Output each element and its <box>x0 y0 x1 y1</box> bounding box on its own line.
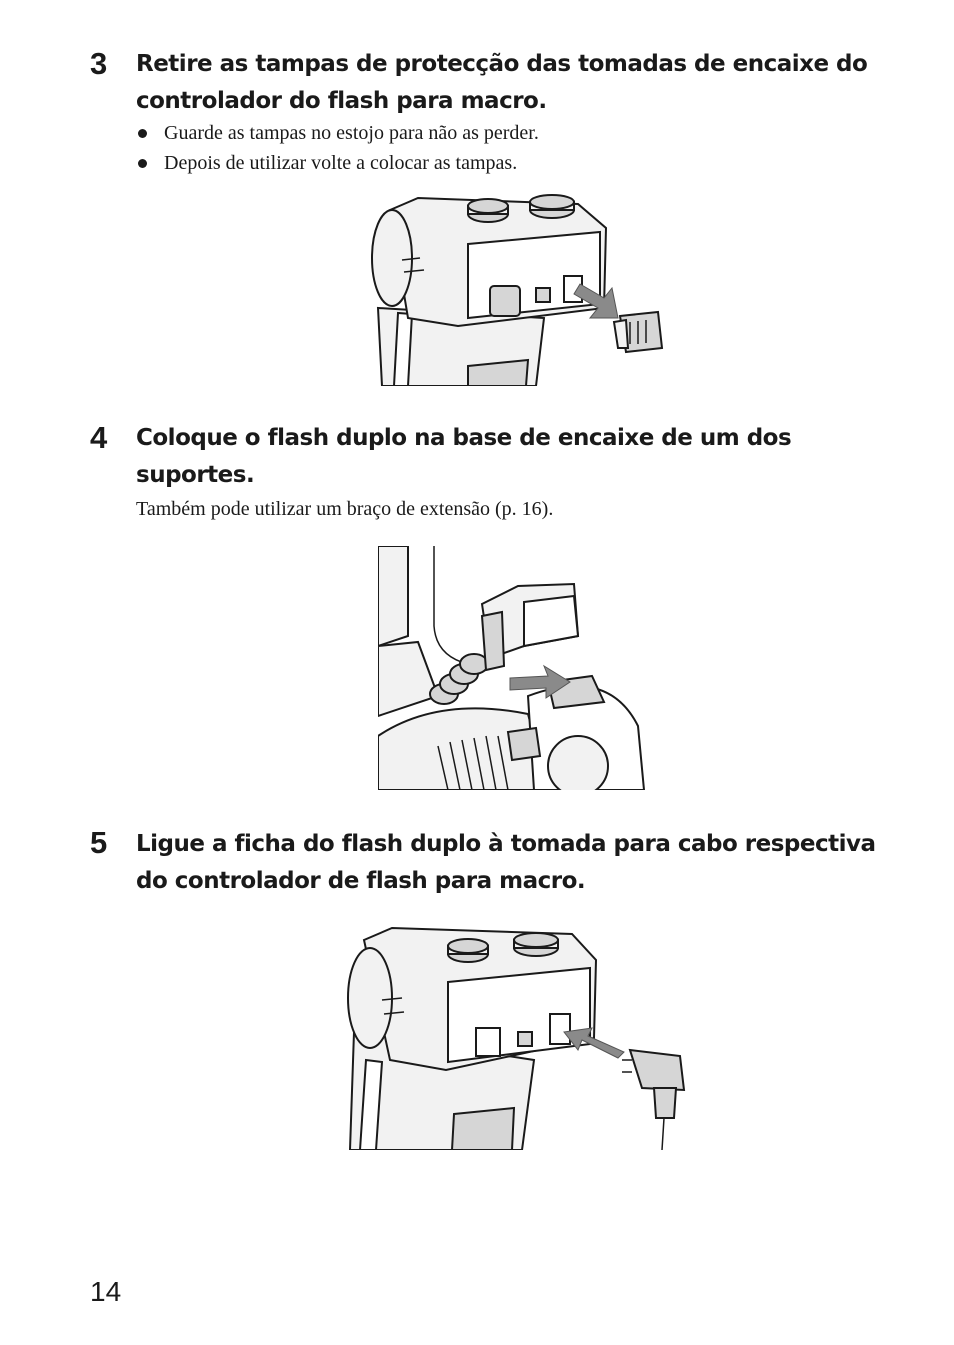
step-5-number: 5 <box>90 825 108 860</box>
figure-remove-caps <box>368 188 668 391</box>
bullet-icon <box>138 129 147 138</box>
step-3-number: 3 <box>90 46 108 81</box>
step-4-note: Também pode utilizar um braço de extensã… <box>136 498 554 520</box>
bullet-text: Depois de utilizar volte a colocar as ta… <box>164 152 518 174</box>
figure-attach-flash <box>377 545 646 797</box>
figure-connect-cable <box>346 920 690 1155</box>
step-3-title: Retire as tampas de protecção das tomada… <box>136 51 868 114</box>
page-number: 14 <box>90 1276 122 1307</box>
bullet-icon <box>138 159 147 168</box>
step-4-number: 4 <box>90 420 108 455</box>
bullet-text: Guarde as tampas no estojo para não as p… <box>164 122 539 144</box>
step-3-bullet-list: Guarde as tampas no estojo para não as p… <box>136 118 539 178</box>
bullet-item: Depois de utilizar volte a colocar as ta… <box>136 148 539 178</box>
step-5-title: Ligue a ficha do flash duplo à tomada pa… <box>136 831 876 894</box>
bullet-item: Guarde as tampas no estojo para não as p… <box>136 118 539 148</box>
step-4-title: Coloque o flash duplo na base de encaixe… <box>136 425 792 488</box>
